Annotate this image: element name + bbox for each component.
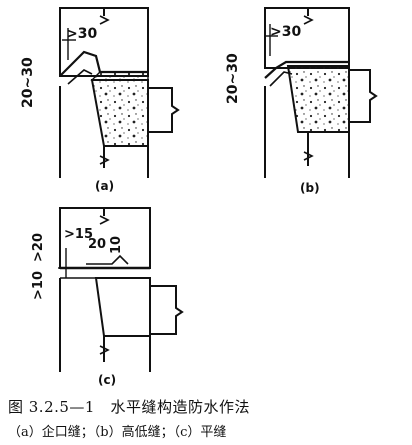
panel-c-dim-gt10: >10 (31, 271, 46, 300)
panel-b-upper-break-mark (303, 15, 314, 25)
panel-c-sealant (86, 254, 129, 265)
panel-c-lower-break-mark (99, 345, 110, 355)
panel-b-dim-20-30: 20~30 (225, 53, 241, 104)
panel-a-dim-20-30: 20~30 (20, 57, 36, 108)
panel-a-sealant (67, 69, 93, 85)
panel-c-dim-20: 20 (88, 237, 106, 252)
panel-c-label: (c) (98, 373, 116, 387)
panel-b-dim-30: >30 (270, 24, 301, 40)
panel-a-lower-break-mark (99, 155, 110, 165)
panel-a (59, 7, 180, 178)
panel-b-lower-panel (286, 65, 350, 133)
panel-a-joint-fill (90, 71, 149, 81)
panel-c-dim-gt20: >20 (31, 233, 46, 262)
panel-a-dim-30: >30 (66, 26, 97, 42)
panel-a-label: (a) (95, 179, 114, 193)
figure-title: 图 3.2.5—1 水平缝构造防水作法 (8, 398, 250, 416)
figure-subtitle: （a）企口缝；（b）高低缝；（c）平缝 (8, 425, 227, 440)
panel-b-step-profile (264, 60, 349, 79)
panel-c (58, 207, 184, 372)
panel-a-lower-panel (90, 79, 149, 147)
panel-c-upper-break-mark (99, 215, 110, 225)
panel-c-lower-panel (94, 277, 151, 337)
panel-b (264, 7, 378, 178)
panel-b-beam (349, 69, 378, 123)
panel-c-dim-15: >15 (64, 227, 93, 242)
panel-b-lower-break-mark (303, 151, 314, 161)
panel-b-label: (b) (300, 181, 320, 195)
panel-a-beam (148, 87, 180, 133)
panel-a-upper-break-mark (99, 15, 110, 25)
panel-c-dim-10: 10 (109, 236, 124, 254)
panel-c-beam (150, 285, 184, 335)
